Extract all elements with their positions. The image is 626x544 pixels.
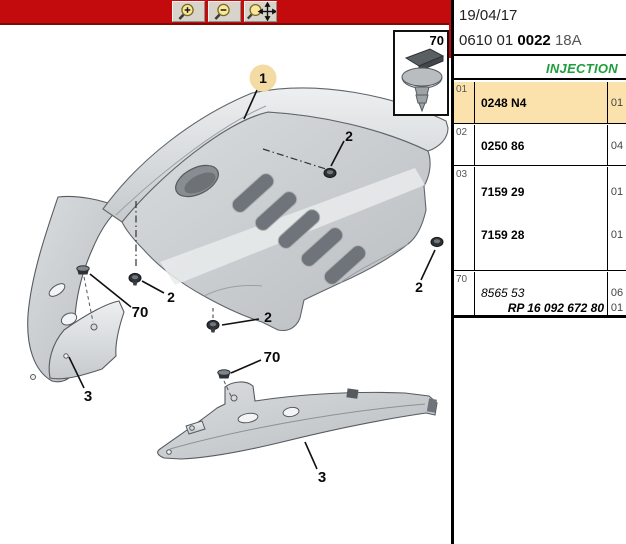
zoom-pan-button[interactable] [244,1,277,22]
left-deflector-part [27,195,125,383]
part-number: 0248 N4 [481,96,527,110]
catalog-header: 19/04/17 0610 01 0022 18A [454,0,626,56]
part-qty: 01 [610,229,624,241]
part-number: 8565 53 [481,286,525,300]
bolt-left [128,272,142,286]
bolt-fasteners [128,167,444,333]
callout-2-top[interactable]: 2 [345,128,353,144]
toolbar-edge-strip [449,0,452,58]
lower-deflector-part [157,381,438,460]
part-qty: 04 [610,140,624,152]
section-title-row: INJECTION [454,58,626,80]
table-row-03[interactable]: 03 7159 29 01 7159 28 01 [454,167,626,271]
callout-3-bottom[interactable]: 3 [318,469,326,486]
part-number: 0250 86 [481,139,525,153]
part-qty: 06 [610,287,624,299]
svg-text:2: 2 [264,309,272,325]
svg-text:2: 2 [167,289,175,305]
svg-text:2: 2 [345,128,353,144]
clip-detail-drawing [401,48,445,113]
item-number: 02 [456,127,468,138]
part-number: 7159 29 [481,185,525,199]
callout-70-left[interactable]: 70 [132,304,149,321]
item-number: 01 [456,84,468,95]
svg-text:3: 3 [318,469,326,486]
svg-text:2: 2 [415,279,423,295]
table-row-02[interactable]: 02 0250 86 04 [454,125,626,166]
catalog-reference: 0610 01 0022 18A [459,32,582,49]
part-qty: 01 [610,302,624,314]
table-row-01[interactable]: 01 0248 N4 01 [454,82,626,124]
clip-fasteners [76,265,231,379]
zoom-toolbar [0,0,449,25]
callout-2-bottom[interactable]: 2 [264,309,272,325]
callout-70-bottom[interactable]: 70 [264,349,281,366]
svg-text:70: 70 [132,304,149,321]
inset-part-number: 70 [429,33,444,48]
callout-2-left[interactable]: 2 [167,289,175,305]
leader-lines [68,89,436,470]
clip-detail-inset: 70 [393,30,449,116]
svg-text:1: 1 [259,70,267,86]
panel-divider [451,0,454,544]
svg-text:70: 70 [264,349,281,366]
bolt-top [323,167,337,179]
assembly-axis-lines [83,148,327,397]
item-number: 03 [456,169,468,180]
part-qty: 01 [610,186,624,198]
bolt-bottom [206,319,220,333]
exploded-parts-diagram: 1 2 2 2 2 70 70 3 3 [27,64,449,486]
callout-2-right[interactable]: 2 [415,279,423,295]
item-number: 70 [456,274,468,285]
engine-cover-part [102,87,449,332]
magnifier-plus-icon [178,3,194,20]
zoom-in-button[interactable] [172,1,205,22]
part-qty: 01 [610,97,624,109]
clip-left [76,265,90,275]
callout-1[interactable]: 1 [249,64,277,92]
clip-bottom [217,369,231,379]
magnifier-minus-icon [214,3,230,20]
svg-text:3: 3 [84,388,92,405]
bolt-right [430,236,444,248]
zoom-out-button[interactable] [208,1,241,22]
part-number: 7159 28 [481,228,525,242]
callout-3-left[interactable]: 3 [84,388,92,405]
magnifier-move-icon [246,2,276,21]
catalog-date: 19/04/17 [459,7,518,24]
table-row-70[interactable]: 70 8565 53 06 RP 16 092 672 80 01 [454,272,626,318]
section-title: INJECTION [545,60,618,76]
part-number-rp: RP 16 092 672 80 [507,301,604,315]
parts-list-panel: 19/04/17 0610 01 0022 18A INJECTION 01 0… [454,0,626,544]
